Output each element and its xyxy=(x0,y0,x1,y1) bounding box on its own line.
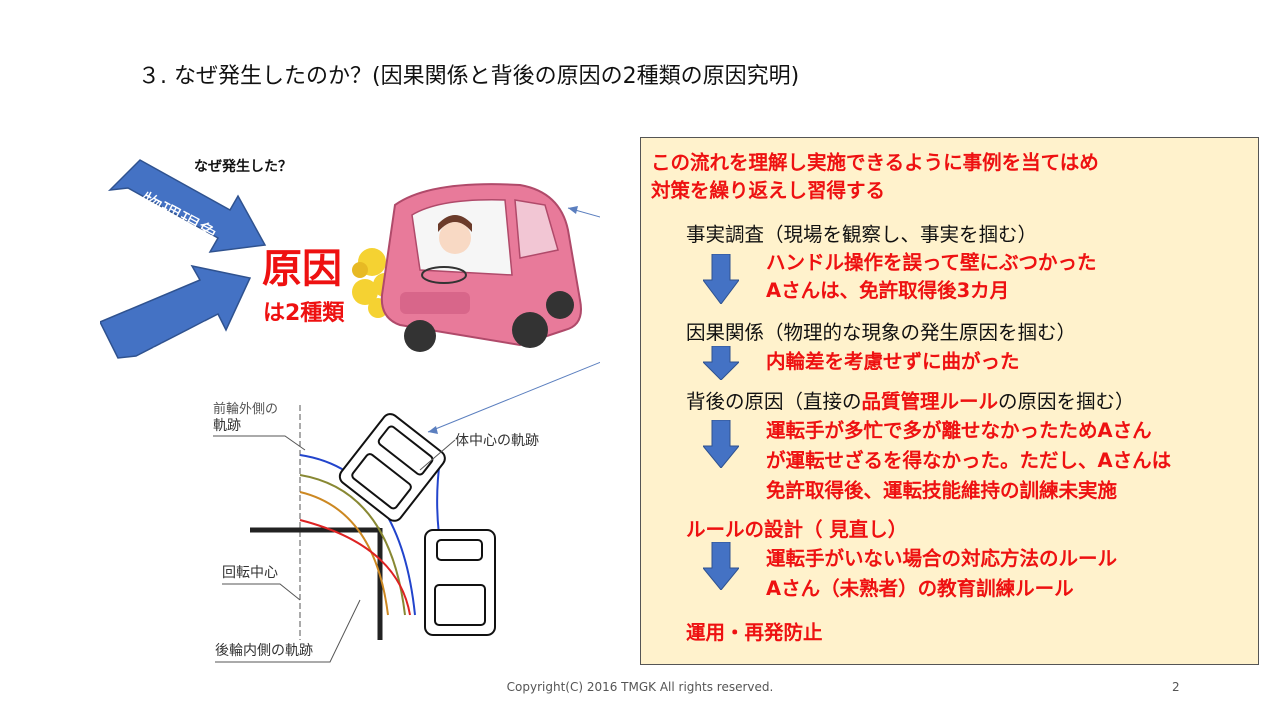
down-arrow-icon xyxy=(703,420,739,468)
down-arrow-icon xyxy=(703,542,739,590)
truck-top-view-lower xyxy=(424,529,496,636)
down-arrow-icon xyxy=(703,346,739,380)
front-wheel-label-2: 軌跡 xyxy=(213,418,241,434)
step1-line1: ハンドル操作を誤って壁にぶつかった xyxy=(766,251,1097,274)
slide-title: ３. なぜ発生したのか？(因果関係と背後の原因の2種類の原因究明) xyxy=(138,64,800,89)
intro-line-2: 対策を繰り返えし習得する xyxy=(651,179,886,202)
rotation-center-label: 回転中心 xyxy=(222,565,278,581)
step2-title: 因果関係（物理的な現象の発生原因を掴む） xyxy=(686,321,1077,344)
step4-line1: 運転手がいない場合の対応方法のルール xyxy=(766,547,1118,570)
accident-illustration: なぜ発生した？ 物理現象 直接原因 原因 は2種類 前輪外側の 軌跡 xyxy=(100,158,600,663)
turning-diagram: 前輪外側の 軌跡 体中心の軌跡 回転中心 後輪内側の軌跡 xyxy=(213,401,539,663)
step4-line2: Aさん（未熟者）の教育訓練ルール xyxy=(766,577,1074,600)
front-wheel-label-1: 前輪外側の xyxy=(213,401,278,417)
page-number: 2 xyxy=(1172,680,1180,694)
step3-line3: 免許取得後、運転技能維持の訓練未実施 xyxy=(766,479,1118,502)
cause-big-label: 原因 xyxy=(262,246,342,292)
step3-title-b: 品質管理ルール xyxy=(861,390,999,413)
down-arrow-icon xyxy=(703,254,739,304)
center-track-label: 体中心の軌跡 xyxy=(455,433,539,449)
truck-top-view-upper xyxy=(338,413,446,522)
arrow-direct-cause: 直接原因 xyxy=(100,264,252,379)
question-label: なぜ発生した？ xyxy=(194,158,292,175)
final-step: 運用・再発防止 xyxy=(686,621,823,644)
step3-line2: が運転せざるを得なかった。ただし、Aさんは xyxy=(766,449,1172,472)
intro-line-1: この流れを理解し実施できるように事例を当てはめ xyxy=(651,151,1099,174)
connector-line-1 xyxy=(567,207,600,218)
cause-small-label: は2種類 xyxy=(263,301,345,326)
step3-title-c: の原因を掴む） xyxy=(998,390,1135,413)
step1-line2: Aさんは、免許取得後3カ月 xyxy=(766,279,1010,302)
step3-title-a: 背後の原因（直接の xyxy=(686,390,862,413)
step3-title: 背後の原因（直接の品質管理ルールの原因を掴む） xyxy=(686,385,1135,414)
explanation-panel: この流れを理解し実施できるように事例を当てはめ 対策を繰り返えし習得する 事実調… xyxy=(640,137,1259,665)
step1-title: 事実調査（現場を観察し、事実を掴む） xyxy=(686,223,1038,246)
pink-car-icon xyxy=(380,183,582,352)
step4-title: ルールの設計（ 見直し） xyxy=(686,518,908,541)
rear-wheel-label: 後輪内側の軌跡 xyxy=(215,642,313,659)
connector-line-2 xyxy=(427,361,600,433)
footer-copyright: Copyright(C) 2016 TMGK All rights reserv… xyxy=(506,680,774,694)
step2-line1: 内輪差を考慮せずに曲がった xyxy=(766,350,1020,373)
step3-line1: 運転手が多忙で多が離せなかったためAさん xyxy=(766,419,1152,442)
